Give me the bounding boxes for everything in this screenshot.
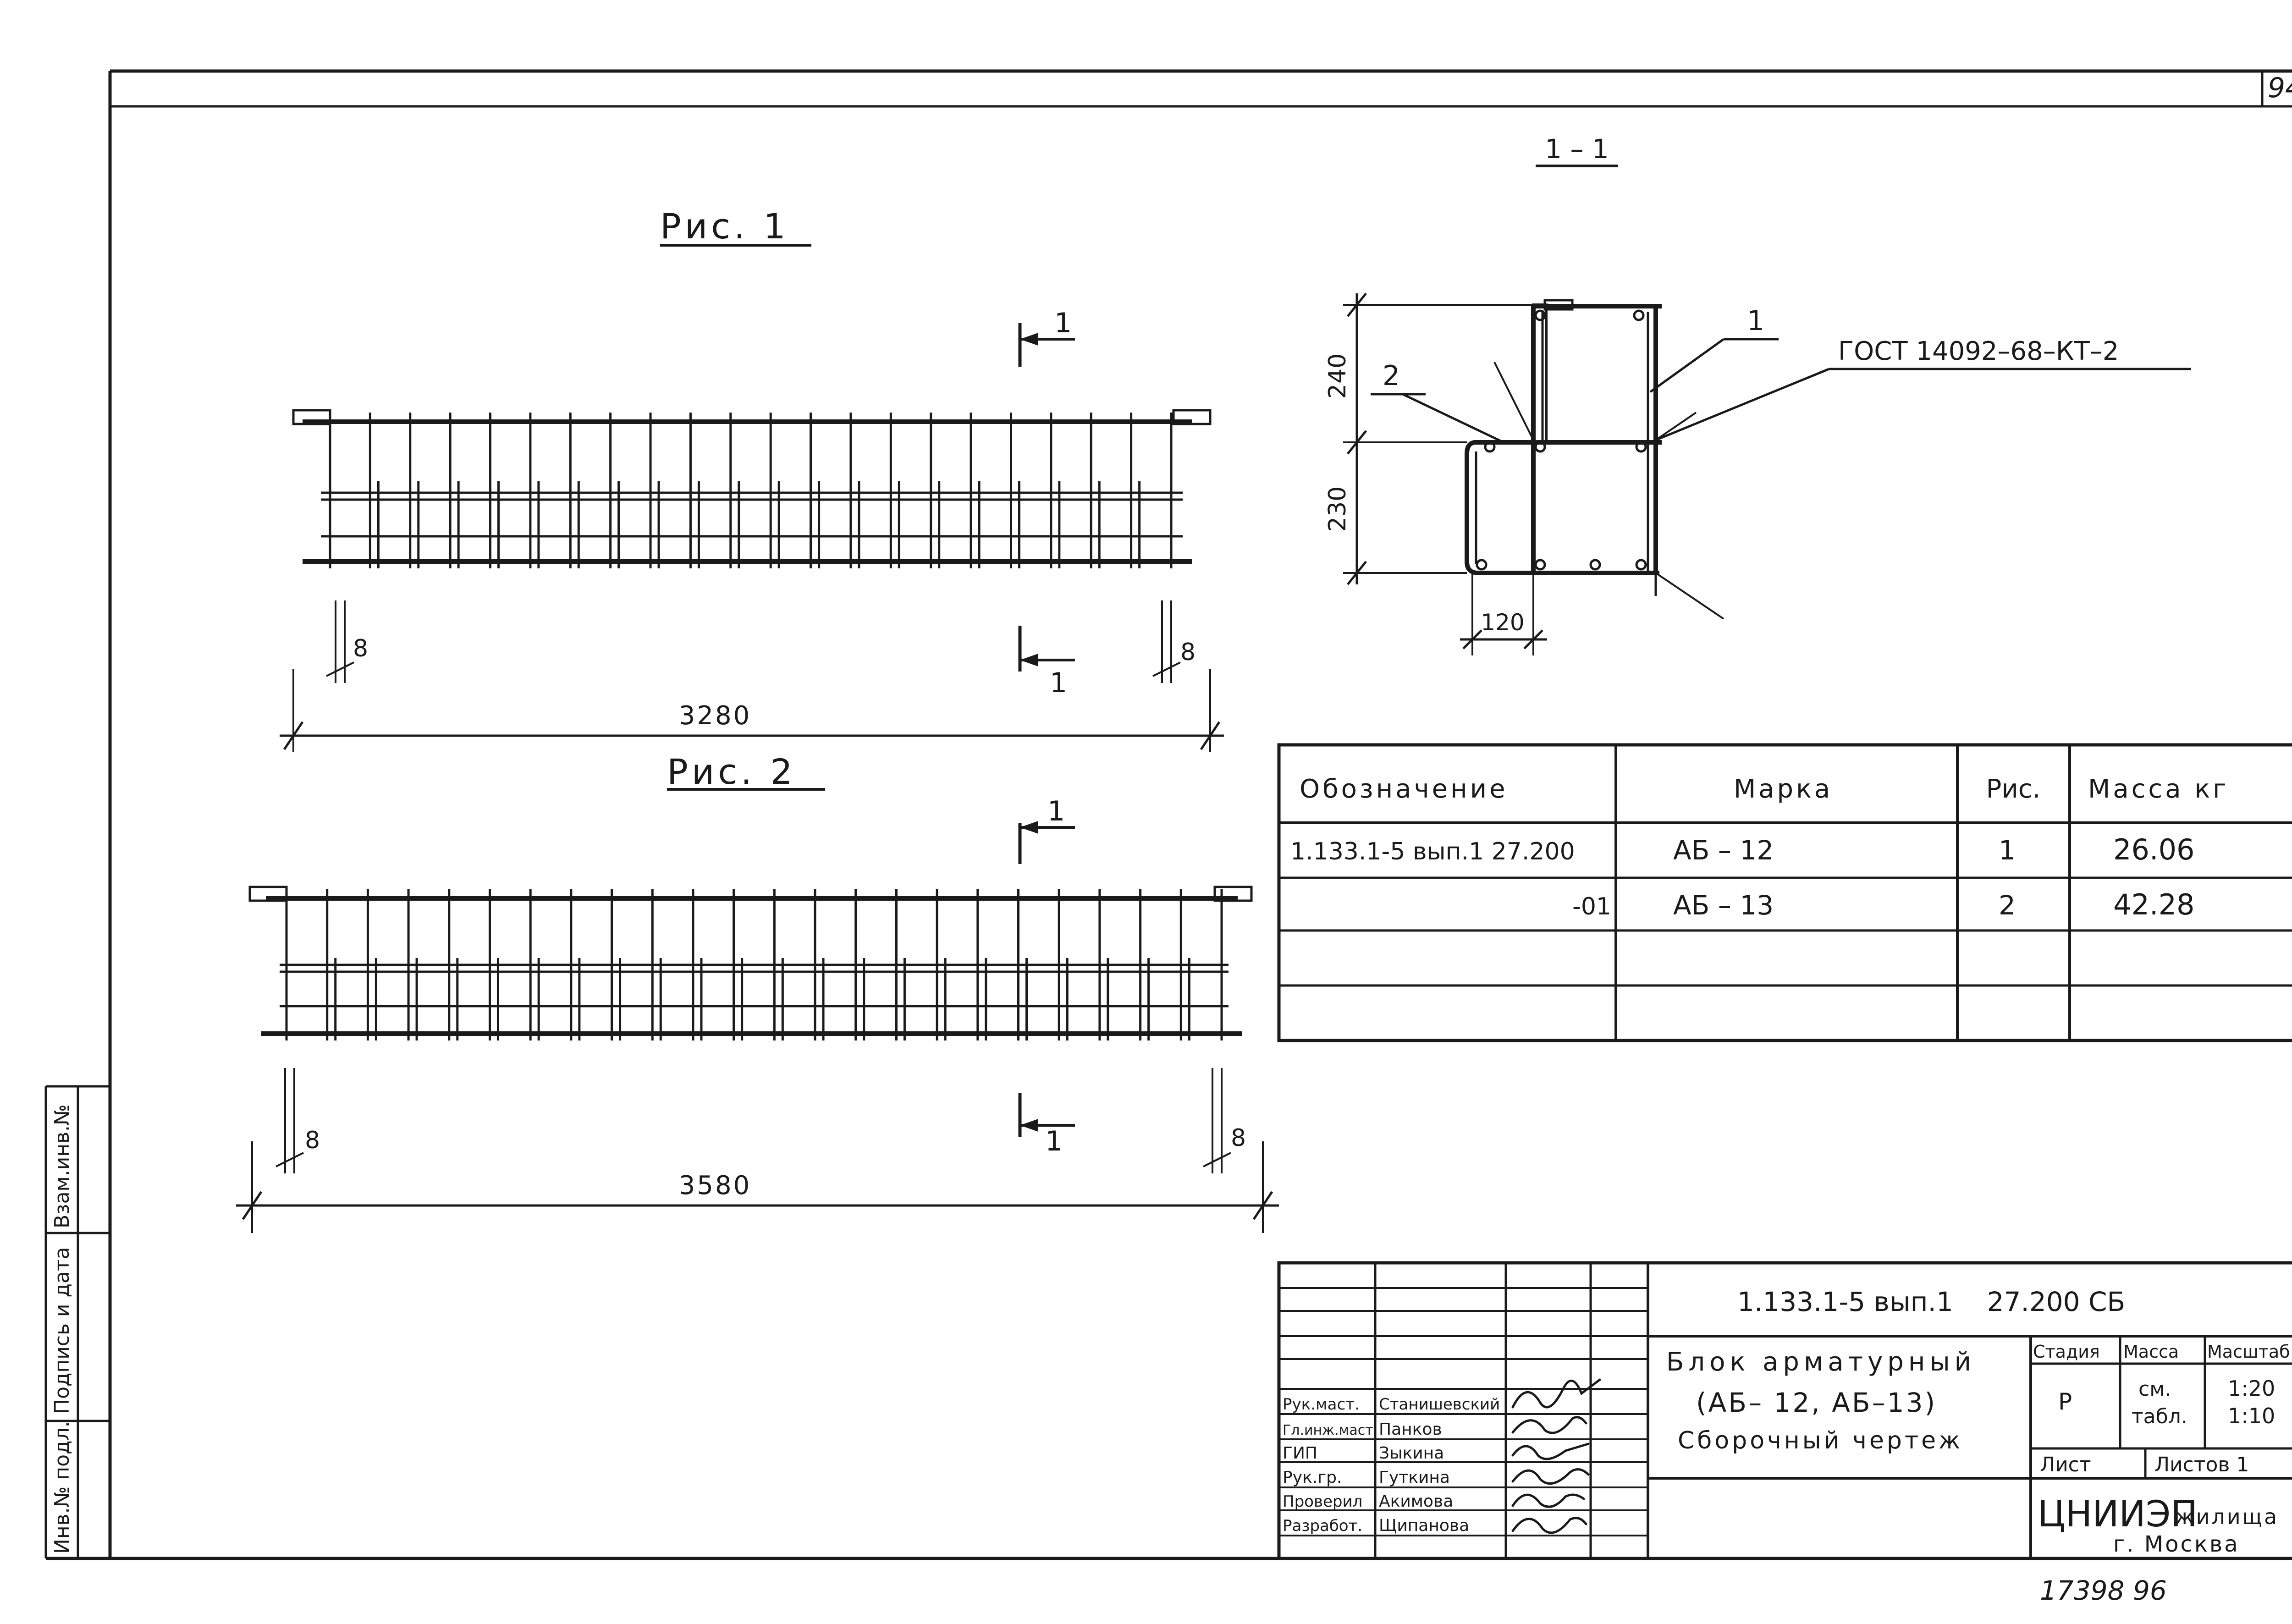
col-stage: Стадия bbox=[2033, 1342, 2100, 1362]
staff-name: Гуткина bbox=[1379, 1468, 1450, 1487]
staff-role: ГИП bbox=[1283, 1444, 1317, 1463]
section-leader-2: 2 bbox=[1383, 360, 1400, 392]
figure-1-offset-left: 8 bbox=[353, 635, 368, 662]
figure-2-length: 3580 bbox=[679, 1171, 752, 1200]
section-title: 1 – 1 bbox=[1545, 133, 1609, 165]
staff-name: Щипанова bbox=[1379, 1516, 1469, 1535]
spec-cell-r1-mass: 26.06 bbox=[2113, 833, 2195, 866]
spec-header-figure: Рис. bbox=[1986, 774, 2041, 804]
signatures bbox=[1511, 1378, 1601, 1534]
spec-header-mark: Марка bbox=[1734, 774, 1833, 804]
margin-label-replacement: Взам.инв.№ bbox=[50, 1104, 74, 1228]
section-1-1: 1 – 1 240 230 bbox=[1324, 133, 2191, 655]
figure-1-cage bbox=[292, 409, 1212, 568]
spec-cell-r1-figure: 1 bbox=[1999, 835, 2016, 866]
staff-name: Станишевский bbox=[1379, 1395, 1500, 1414]
margin-label-signature: Подпись и дата bbox=[50, 1247, 74, 1414]
staff-name: Панков bbox=[1379, 1420, 1442, 1439]
section-dim-width: 120 bbox=[1481, 609, 1524, 636]
figure-2-cut-mark-top: 1 bbox=[1047, 795, 1065, 827]
section-leader-1: 1 bbox=[1747, 305, 1764, 337]
staff-list: Рук.маст. Станишевский Гл.инж.маст. Панк… bbox=[1283, 1395, 1500, 1535]
spec-table: Обозначение Марка Рис. Масса кг 1.133.1-… bbox=[1277, 743, 2292, 1042]
title-block: 1.133.1-5 вып.1 27.200 СБ Блок арматурны… bbox=[1277, 1261, 2292, 1560]
section-dim-bottom: 230 bbox=[1324, 486, 1351, 532]
mass-value-line-2: табл. bbox=[2132, 1405, 2187, 1428]
spec-header-mass: Масса кг bbox=[2088, 774, 2229, 804]
mass-value-line-1: см. bbox=[2138, 1377, 2171, 1401]
figure-2-title: Рис. 2 bbox=[667, 751, 796, 792]
figure-1-cut-mark-bottom: 1 bbox=[1050, 667, 1067, 699]
margin-label-inv: Инв.№ подл. bbox=[50, 1421, 74, 1554]
scale-value-line-2: 1:10 bbox=[2228, 1404, 2275, 1428]
stage-value: Р bbox=[2058, 1388, 2072, 1415]
section-dim-top: 240 bbox=[1324, 353, 1351, 399]
staff-name: Акимова bbox=[1379, 1492, 1453, 1511]
sheets-label: Листов 1 bbox=[2154, 1453, 2249, 1476]
figure-2-vertical-bars bbox=[285, 889, 1223, 1040]
spec-cell-r2-designation: -01 bbox=[1572, 893, 1611, 920]
spec-cell-r2-mass: 42.28 bbox=[2113, 888, 2195, 921]
figure-2-offset-right: 8 bbox=[1231, 1124, 1246, 1152]
org-name: ЦНИИЭП bbox=[2038, 1494, 2198, 1535]
figure-1-length: 3280 bbox=[679, 701, 752, 731]
page-number: 94 bbox=[2268, 72, 2292, 104]
title-line-1: Блок арматурный bbox=[1666, 1347, 1976, 1377]
figure-2: Рис. 2 1 1 8 8 3580 bbox=[236, 751, 1279, 1233]
figure-1-vertical-bars bbox=[329, 413, 1173, 568]
title-line-2: (АБ– 12, АБ–13) bbox=[1696, 1387, 1937, 1418]
figure-1-title: Рис. 1 bbox=[660, 206, 789, 247]
footer-code: 17398 96 bbox=[2040, 1575, 2167, 1606]
col-scale: Масштаб bbox=[2207, 1342, 2290, 1362]
staff-role: Разработ. bbox=[1283, 1517, 1362, 1535]
margin-stamp: Инв.№ подл. Подпись и дата Взам.инв.№ bbox=[44, 1085, 110, 1558]
spec-cell-r2-mark: АБ – 13 bbox=[1673, 890, 1774, 921]
scale-value-line-1: 1:20 bbox=[2228, 1376, 2275, 1401]
org-suffix: жилища bbox=[2175, 1504, 2279, 1529]
org-city: г. Москва bbox=[2113, 1531, 2240, 1557]
figure-2-cage bbox=[248, 886, 1253, 1040]
doc-code: 1.133.1-5 вып.1 27.200 СБ bbox=[1737, 1286, 2125, 1317]
staff-role: Гл.инж.маст. bbox=[1283, 1422, 1377, 1438]
staff-role: Рук.гр. bbox=[1283, 1468, 1342, 1487]
sheet-label: Лист bbox=[2040, 1453, 2091, 1476]
figure-1-offset-right: 8 bbox=[1180, 639, 1196, 666]
figure-1: Рис. 1 1 1 8 8 bbox=[280, 206, 1224, 752]
section-gost-label: ГОСТ 14092–68–КТ–2 bbox=[1838, 336, 2119, 366]
figure-2-offset-left: 8 bbox=[305, 1127, 320, 1154]
title-line-3: Сборочный чертеж bbox=[1678, 1427, 1963, 1454]
figure-2-cut-mark-bottom: 1 bbox=[1045, 1125, 1063, 1157]
staff-role: Рук.маст. bbox=[1283, 1395, 1360, 1414]
staff-role: Проверил bbox=[1283, 1492, 1362, 1511]
figure-1-cut-mark-top: 1 bbox=[1054, 307, 1072, 339]
spec-cell-r2-figure: 2 bbox=[1999, 890, 2016, 921]
spec-cell-r1-mark: АБ – 12 bbox=[1673, 835, 1774, 866]
spec-header-designation: Обозначение bbox=[1300, 774, 1508, 804]
spec-cell-r1-designation: 1.133.1-5 вып.1 27.200 bbox=[1290, 838, 1575, 865]
staff-name: Зыкина bbox=[1379, 1444, 1444, 1463]
col-mass: Масса bbox=[2123, 1342, 2179, 1362]
